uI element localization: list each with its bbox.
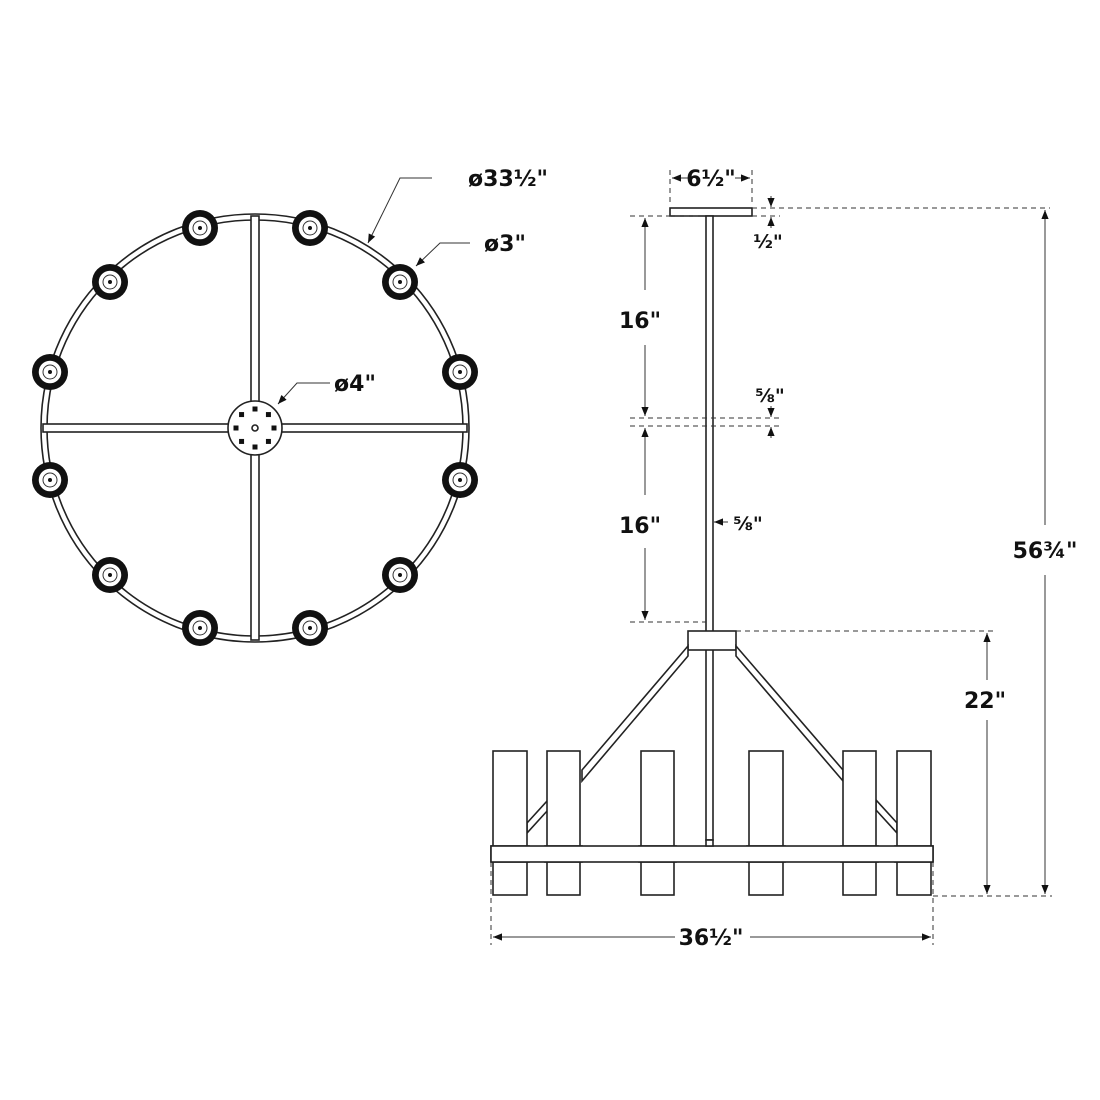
hub-leader <box>277 382 330 405</box>
candle-sleeve <box>640 750 675 896</box>
socket-inner <box>42 364 58 380</box>
socket <box>292 210 328 246</box>
socket <box>442 462 478 498</box>
socket-center <box>458 370 462 374</box>
hub-bolt <box>252 444 258 450</box>
arm-left <box>581 643 689 784</box>
canopy-width-label: 6½" <box>686 167 736 192</box>
socket <box>32 354 68 390</box>
candle-sleeve <box>896 750 932 896</box>
center-hole <box>251 424 259 432</box>
socket-leader <box>415 242 470 267</box>
top-view: ø33½" ø3" ø4" <box>32 167 548 646</box>
socket <box>442 354 478 390</box>
sockets-group <box>32 210 478 646</box>
outer-ring <box>40 213 470 643</box>
socket-inner <box>302 620 318 636</box>
socket-center <box>398 280 402 284</box>
socket <box>382 557 418 593</box>
diameter-leader <box>367 177 432 244</box>
socket-center <box>458 478 462 482</box>
socket-center <box>48 478 52 482</box>
stem-joint-label: ⅝" <box>755 385 785 407</box>
brace-left <box>526 797 549 836</box>
socket-inner <box>452 364 468 380</box>
hub-bolt <box>265 438 271 444</box>
hub-bolt <box>239 438 245 444</box>
socket-center <box>308 626 312 630</box>
socket-inner <box>192 620 208 636</box>
ring-bar <box>490 845 934 863</box>
canopy <box>669 207 753 217</box>
hub-bolt <box>233 425 239 431</box>
socket-inner <box>42 472 58 488</box>
stem-diameter-label: ⅝" <box>733 513 763 535</box>
socket <box>32 462 68 498</box>
stem-lower-length-label: 16" <box>619 514 661 539</box>
brace-right <box>875 797 898 836</box>
socket <box>182 210 218 246</box>
socket <box>182 610 218 646</box>
socket-inner <box>392 274 408 290</box>
hub-diameter-label: ø4" <box>334 372 376 397</box>
socket-inner <box>102 274 118 290</box>
stem-upper-length-label: 16" <box>619 309 661 334</box>
socket-diameter-label: ø3" <box>484 232 526 257</box>
canopy-height-label: ½" <box>753 231 783 253</box>
stem <box>705 215 714 841</box>
candle-sleeve <box>842 750 877 896</box>
hub-bolt <box>239 412 245 418</box>
candle-sleeve <box>492 750 528 896</box>
socket-center <box>108 573 112 577</box>
socket-center <box>398 573 402 577</box>
socket <box>92 557 128 593</box>
candle-sleeve <box>546 750 581 896</box>
socket-inner <box>452 472 468 488</box>
socket-inner <box>192 220 208 236</box>
body-height-label: 22" <box>964 689 1006 714</box>
socket-inner <box>302 220 318 236</box>
socket-inner <box>102 567 118 583</box>
socket <box>382 264 418 300</box>
hub-bolt <box>271 425 277 431</box>
body-width-label: 36½" <box>679 926 744 951</box>
socket-center <box>198 626 202 630</box>
center-hub-side <box>687 630 737 651</box>
stem-end <box>705 839 714 847</box>
side-view: 6½" ½" 16" ⅝" 16" ⅝" 56¾" 22" 36½" <box>490 167 1078 951</box>
socket-center <box>108 280 112 284</box>
socket-center <box>308 226 312 230</box>
socket-center <box>48 370 52 374</box>
overall-height-label: 56¾" <box>1013 539 1078 564</box>
socket-inner <box>392 567 408 583</box>
hub-bolt <box>265 412 271 418</box>
socket <box>292 610 328 646</box>
socket <box>92 264 128 300</box>
candle-sleeve <box>748 750 784 896</box>
overall-diameter-label: ø33½" <box>468 167 548 192</box>
hub-bolt <box>252 406 258 412</box>
socket-center <box>198 226 202 230</box>
